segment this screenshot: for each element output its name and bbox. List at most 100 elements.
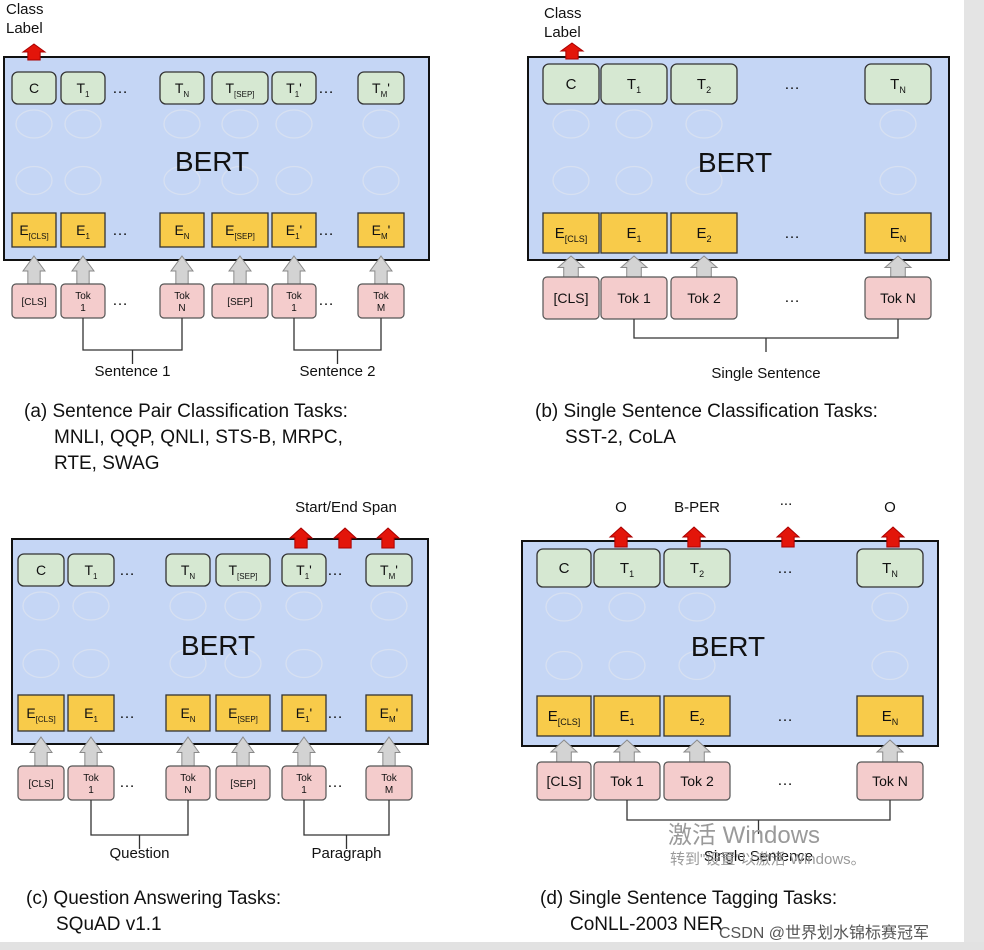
input-token-sublabel: 1 [301, 785, 307, 796]
embedding-token-label: EM' [372, 222, 391, 241]
embedding-token-label: EN [890, 225, 907, 244]
hidden-node [72, 648, 110, 679]
group-label: Paragraph [311, 845, 381, 862]
output-token-label: T2 [690, 560, 704, 579]
caption-a-line2: MNLI, QQP, QNLI, STS-B, MRPC, [54, 427, 343, 448]
output-token [60, 71, 106, 105]
hidden-node [285, 591, 323, 621]
hidden-node [545, 592, 583, 622]
hidden-node [163, 109, 201, 139]
hidden-node [15, 109, 53, 139]
caption-a-line3: RTE, SWAG [54, 453, 160, 474]
hidden-node [275, 109, 313, 139]
input-token [17, 765, 65, 801]
embedding-token-label: EN [180, 705, 195, 724]
hidden-node [608, 650, 646, 681]
hidden-node [64, 165, 102, 196]
output-ellipsis: … [777, 560, 793, 577]
hidden-node [22, 648, 60, 679]
embedding-token [542, 212, 600, 254]
embedding-token [67, 694, 115, 732]
output-ellipsis: … [318, 80, 334, 97]
embedding-ellipsis: … [327, 705, 343, 722]
input-token-label: Tok [75, 291, 92, 302]
output-ellipsis: … [112, 80, 128, 97]
tag-label: O [615, 499, 627, 516]
caption-d-line2: CoNLL-2003 NER [570, 914, 724, 935]
hidden-node [370, 648, 408, 679]
input-token-sublabel: 1 [291, 303, 297, 314]
tag-arrow [880, 526, 906, 548]
embedding-token-label: E[CLS] [26, 705, 55, 724]
hidden-node [545, 650, 583, 681]
caption-d: (d) Single Sentence Tagging Tasks: CoNLL… [540, 886, 837, 938]
embedding-token [281, 694, 327, 732]
csdn-watermark: CSDN @世界划水锦标赛冠军 [719, 925, 930, 942]
bert-label: BERT [181, 630, 255, 661]
embedding-token-label: E[SEP] [228, 705, 258, 724]
input-token-label: [CLS] [21, 297, 46, 308]
embedding-token [17, 694, 65, 732]
embedding-token [670, 212, 738, 254]
class-label-line2: Label [6, 20, 43, 37]
output-token [159, 71, 205, 105]
output-token [281, 553, 327, 587]
tag-label: ... [780, 492, 793, 509]
span-label: Start/End Span [295, 499, 397, 516]
output-token-label: TN [882, 560, 898, 579]
span-arrow [375, 527, 401, 549]
bert-label: BERT [698, 147, 772, 178]
input-token-label: Tok [373, 291, 390, 302]
class-label-line2: Label [544, 24, 581, 41]
token-ellipsis: … [318, 292, 334, 309]
input-token-label: Tok [174, 291, 191, 302]
caption-d-line1: (d) Single Sentence Tagging Tasks: [540, 888, 838, 909]
output-token-label: T1 [76, 80, 90, 99]
token-ellipsis: … [784, 289, 800, 306]
span-arrow [288, 527, 314, 549]
group-label: Sentence 2 [300, 363, 376, 380]
input-token-label: [CLS] [546, 773, 581, 789]
hidden-node [169, 591, 207, 621]
group-bracket [626, 800, 891, 834]
embedding-token-label: EM' [380, 705, 399, 724]
input-token-label: Tok [381, 773, 398, 784]
hidden-node [879, 109, 917, 139]
embedding-token-label: E[CLS] [555, 225, 588, 244]
embedding-token-label: E1' [286, 222, 302, 241]
caption-c-line1: (c) Question Answering Tasks: [26, 888, 282, 909]
caption-a-line1: (a) Sentence Pair Classification Tasks: [24, 401, 348, 422]
group-label: Single Sentence [711, 365, 820, 382]
embedding-token [271, 212, 317, 248]
hidden-node [22, 591, 60, 621]
hidden-node [615, 109, 653, 139]
hidden-node [275, 165, 313, 196]
embedding-token-label: E[CLS] [548, 708, 581, 727]
group-bracket [303, 800, 390, 849]
output-token [215, 553, 271, 587]
output-token [211, 71, 269, 105]
embedding-token [365, 694, 413, 732]
output-token-label: T1' [296, 562, 312, 581]
group-label: Question [109, 845, 169, 862]
class-label-line1: Class [6, 1, 44, 18]
embedding-token-label: E1 [84, 705, 98, 724]
embedding-token-label: E1 [619, 708, 634, 727]
hidden-node [362, 109, 400, 139]
embedding-token [663, 695, 731, 737]
embedding-token [864, 212, 932, 254]
group-label: Sentence 1 [95, 363, 171, 380]
caption-c: (c) Question Answering Tasks: SQuAD v1.1 [26, 886, 281, 938]
hidden-node [678, 650, 716, 681]
output-token [670, 63, 738, 105]
bert-label: BERT [691, 631, 765, 662]
embedding-token [60, 212, 106, 248]
output-token-label: TM' [372, 80, 390, 99]
embedding-token [11, 212, 57, 248]
windows-activation-title: 激活 Windows [668, 822, 821, 849]
scrollbar-track[interactable] [964, 0, 984, 950]
token-ellipsis: … [112, 292, 128, 309]
output-token-label: C [36, 562, 46, 578]
